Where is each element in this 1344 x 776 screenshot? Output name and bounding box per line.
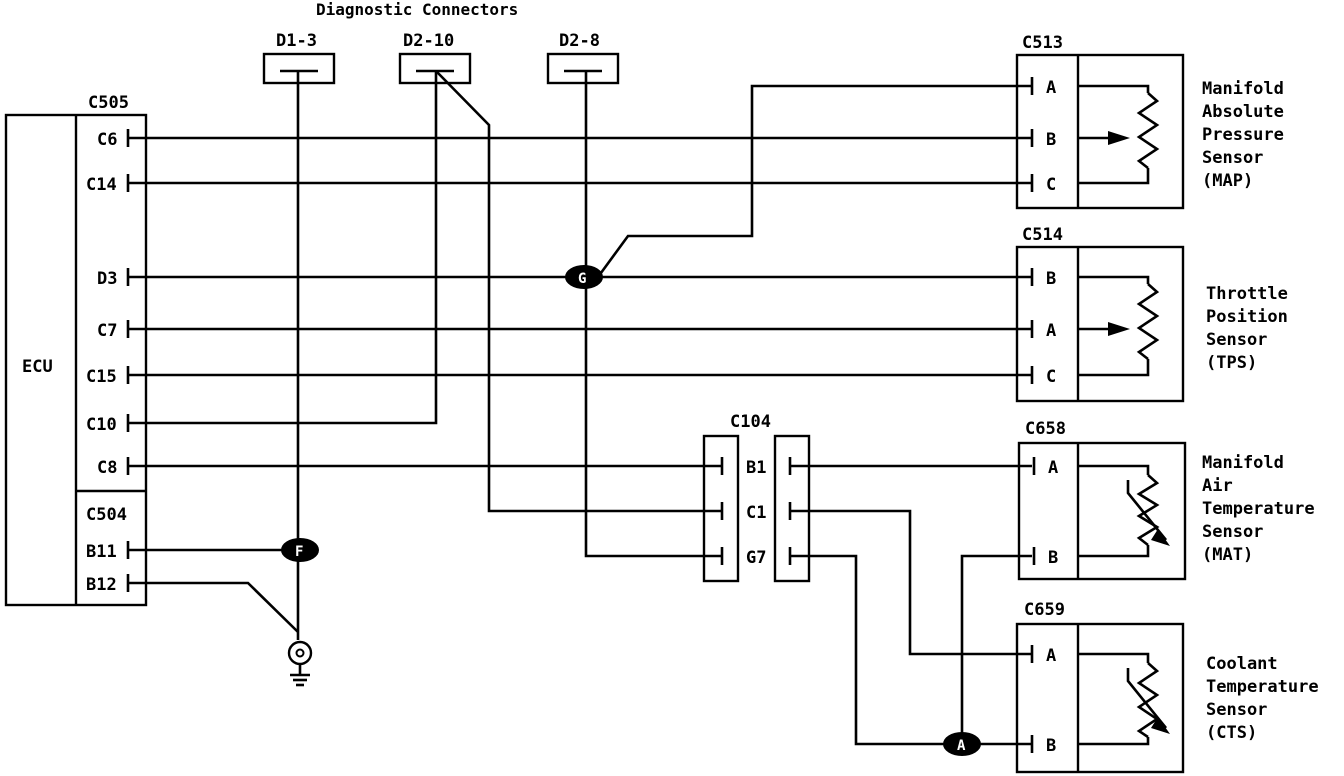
ecu-pin-c14: C14 — [86, 175, 117, 195]
connector-c104-label: C104 — [730, 412, 771, 432]
splice-g[interactable]: G — [565, 265, 603, 289]
tps-name-line: Sensor — [1206, 330, 1267, 350]
ecu-module[interactable] — [4, 113, 148, 607]
mat-sensor[interactable] — [1017, 441, 1187, 581]
diagram-title: Diagnostic Connectors — [316, 0, 518, 19]
tps-sensor-name: Throttle Position Sensor (TPS) — [1206, 284, 1288, 373]
map-name-line: (MAP) — [1202, 171, 1253, 191]
connector-c513-label: C513 — [1022, 33, 1063, 53]
tps-name-line: (TPS) — [1206, 353, 1257, 373]
wire-d2-8-c104-g7 — [584, 71, 722, 558]
tps-pin-a: A — [1046, 321, 1056, 341]
ecu-pin-c6: C6 — [97, 130, 117, 150]
wire-splice-g-map-a — [596, 84, 1032, 278]
tps-pin-c: C — [1046, 367, 1056, 387]
tps-name-line: Throttle — [1206, 284, 1288, 304]
diag-connector-d2b[interactable] — [546, 52, 620, 85]
ecu-pin-c10: C10 — [86, 415, 117, 435]
map-pin-c: C — [1046, 175, 1056, 195]
wires — [128, 70, 1032, 746]
c104-pin-g7: G7 — [746, 548, 766, 568]
connector-c658-label: C658 — [1025, 419, 1066, 439]
cts-pin-a: A — [1046, 646, 1056, 666]
cts-name-line: Temperature — [1206, 677, 1319, 697]
connector-c514-label: C514 — [1022, 225, 1063, 245]
mat-pin-b: B — [1048, 548, 1058, 568]
ecu-pin-b12: B12 — [86, 575, 117, 595]
connector-c659-label: C659 — [1024, 600, 1065, 620]
map-name-line: Manifold — [1202, 79, 1284, 99]
mat-name-line: Temperature — [1202, 499, 1315, 519]
map-name-line: Absolute — [1202, 102, 1284, 122]
ecu-pin-b11: B11 — [86, 542, 117, 562]
ecu-pin-c8: C8 — [97, 458, 117, 478]
ecu-pin-c7: C7 — [97, 321, 117, 341]
map-name-line: Pressure — [1202, 125, 1284, 145]
cts-pin-b: B — [1046, 736, 1056, 756]
tps-pin-b: B — [1046, 269, 1056, 289]
diag-connector-d1-label: D1-3 — [276, 31, 317, 51]
cts-name-line: Sensor — [1206, 700, 1267, 720]
wire-mat-b-splice-a — [960, 554, 1032, 744]
mat-pin-a: A — [1048, 458, 1058, 478]
map-pin-a: A — [1046, 78, 1056, 98]
splice-g-label: G — [578, 271, 586, 287]
wire-c104-c1-cts-a — [790, 509, 1032, 656]
mat-name-line: Air — [1202, 476, 1233, 496]
connector-c504-label: C504 — [86, 505, 127, 525]
diag-connector-d2a-label: D2-10 — [403, 31, 454, 51]
diag-connector-d2b-label: D2-8 — [559, 31, 600, 51]
map-sensor-name: Manifold Absolute Pressure Sensor (MAP) — [1202, 79, 1284, 191]
c104-pin-b1: B1 — [746, 458, 766, 478]
cts-name-line: Coolant — [1206, 654, 1278, 674]
wire-b12-ground — [128, 581, 299, 633]
c104-pin-c1: C1 — [746, 503, 766, 523]
tps-name-line: Position — [1206, 307, 1288, 327]
splice-a[interactable]: A — [943, 732, 981, 756]
mat-name-line: Sensor — [1202, 522, 1263, 542]
wire-c10-d2-10 — [128, 71, 438, 425]
mat-name-line: Manifold — [1202, 453, 1284, 473]
tps-sensor[interactable] — [1015, 245, 1185, 403]
splice-f-label: F — [295, 544, 303, 560]
splice-a-label: A — [957, 738, 966, 754]
wire-d2-10-c104-c1 — [435, 70, 722, 513]
map-name-line: Sensor — [1202, 148, 1263, 168]
ecu-pin-c15: C15 — [86, 367, 117, 387]
ecu-label: ECU — [22, 357, 53, 377]
ecu-pin-d3: D3 — [97, 269, 117, 289]
mat-sensor-name: Manifold Air Temperature Sensor (MAT) — [1202, 453, 1315, 565]
ground-icon — [287, 640, 313, 687]
connector-c505-label: C505 — [88, 93, 129, 113]
cts-sensor[interactable] — [1015, 622, 1185, 774]
mat-name-line: (MAT) — [1202, 545, 1253, 565]
connector-c104[interactable] — [702, 434, 811, 583]
map-sensor[interactable] — [1015, 53, 1185, 210]
cts-name-line: (CTS) — [1206, 723, 1257, 743]
splice-f[interactable]: F — [281, 538, 319, 562]
cts-sensor-name: Coolant Temperature Sensor (CTS) — [1206, 654, 1319, 743]
map-pin-b: B — [1046, 130, 1056, 150]
